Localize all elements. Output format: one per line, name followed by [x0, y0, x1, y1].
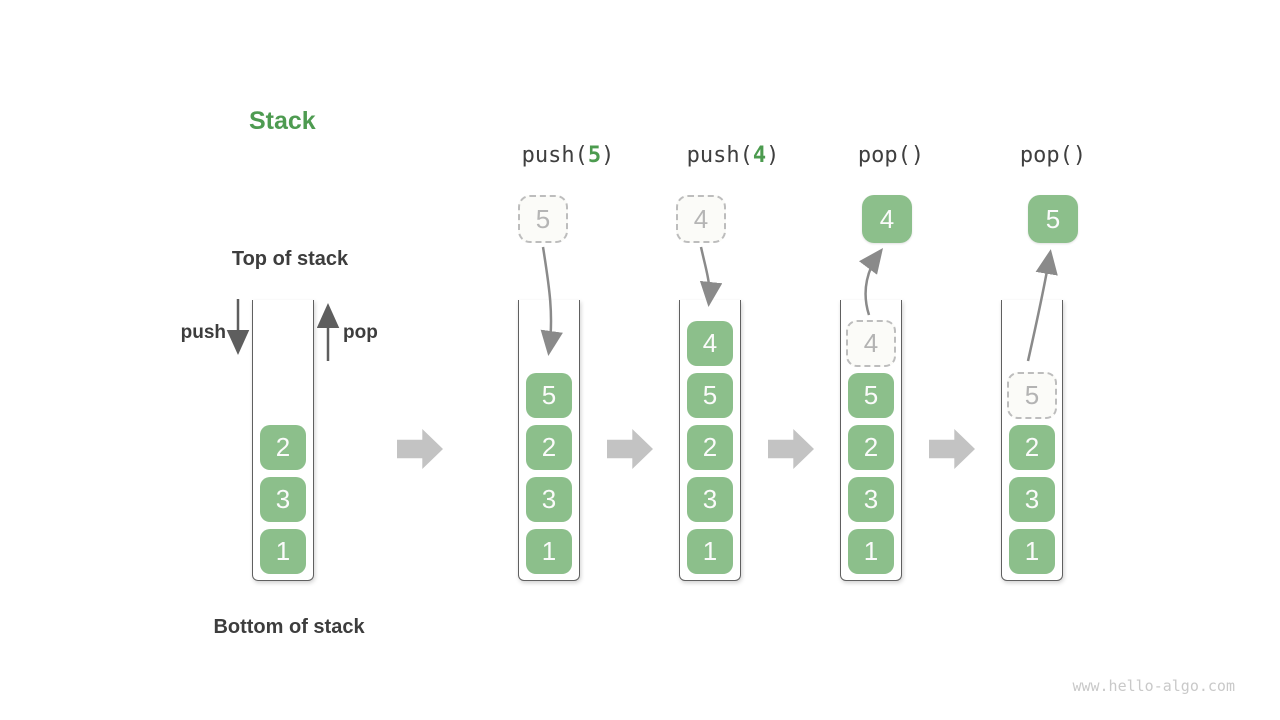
stack-after-pop-4-cell-3: 3 — [848, 477, 894, 522]
stack-after-pop-4-cell-4: 4 — [846, 320, 896, 367]
stack-after-pop-5-cell-1: 1 — [1009, 529, 1055, 574]
stack-after-pop-4-floating-box: 4 — [862, 195, 912, 243]
stack-after-push-4-cell-4: 4 — [687, 321, 733, 366]
op-prefix: push( — [686, 143, 753, 168]
stack-after-pop-5-floating-box: 5 — [1028, 195, 1078, 243]
stack-after-push-5-cell-1: 1 — [526, 529, 572, 574]
stack-after-pop-4-cell-2: 2 — [848, 425, 894, 470]
stack-after-push-4-cell-1: 1 — [687, 529, 733, 574]
stack-after-push-5-cell-5: 5 — [526, 373, 572, 418]
stack-initial-cell-3: 3 — [260, 477, 306, 522]
diagram-title: Stack — [249, 107, 316, 135]
op-prefix: push( — [521, 143, 588, 168]
watermark: www.hello-algo.com — [1072, 677, 1235, 695]
stack-after-pop-4-cell-1: 1 — [848, 529, 894, 574]
stack-after-push-4-cell-5: 5 — [687, 373, 733, 418]
top-of-stack-label: Top of stack — [231, 248, 349, 270]
bottom-of-stack-label: Bottom of stack — [213, 616, 365, 638]
stack-after-pop-4-operation-label: pop() — [858, 143, 924, 168]
push-4-curve-arrow — [699, 246, 723, 307]
stack-initial-cell-1: 1 — [260, 529, 306, 574]
stack-initial-cell-2: 2 — [260, 425, 306, 470]
push-label: push — [180, 322, 226, 343]
stack-after-push-4-cell-3: 3 — [687, 477, 733, 522]
stack-after-push-5-operation-label: push(5) — [522, 143, 615, 168]
op-argument: 5 — [587, 143, 602, 168]
next-state-arrow-4 — [929, 429, 975, 469]
next-state-arrow-3 — [768, 429, 814, 469]
op-prefix: pop() — [1019, 143, 1087, 168]
stack-after-push-5-cell-3: 3 — [526, 477, 572, 522]
stack-after-push-5-floating-box: 5 — [518, 195, 568, 243]
stack-after-pop-5-cell-2: 2 — [1009, 425, 1055, 470]
stack-after-push-4-operation-label: push(4) — [687, 143, 780, 168]
stack-after-pop-4-cell-5: 5 — [848, 373, 894, 418]
stack-after-pop-5-cell-5: 5 — [1007, 372, 1057, 419]
op-prefix: pop() — [857, 143, 925, 168]
stack-after-push-4-floating-box: 4 — [676, 195, 726, 243]
op-argument: 4 — [752, 143, 767, 168]
stack-after-pop-5-cell-3: 3 — [1009, 477, 1055, 522]
stack-after-pop-5-operation-label: pop() — [1020, 143, 1086, 168]
op-suffix: ) — [601, 143, 615, 168]
next-state-arrow-2 — [607, 429, 653, 469]
op-suffix: ) — [766, 143, 780, 168]
pop-label: pop — [343, 322, 378, 343]
stack-after-push-5-cell-2: 2 — [526, 425, 572, 470]
next-state-arrow-1 — [397, 429, 443, 469]
stack-after-push-4-cell-2: 2 — [687, 425, 733, 470]
